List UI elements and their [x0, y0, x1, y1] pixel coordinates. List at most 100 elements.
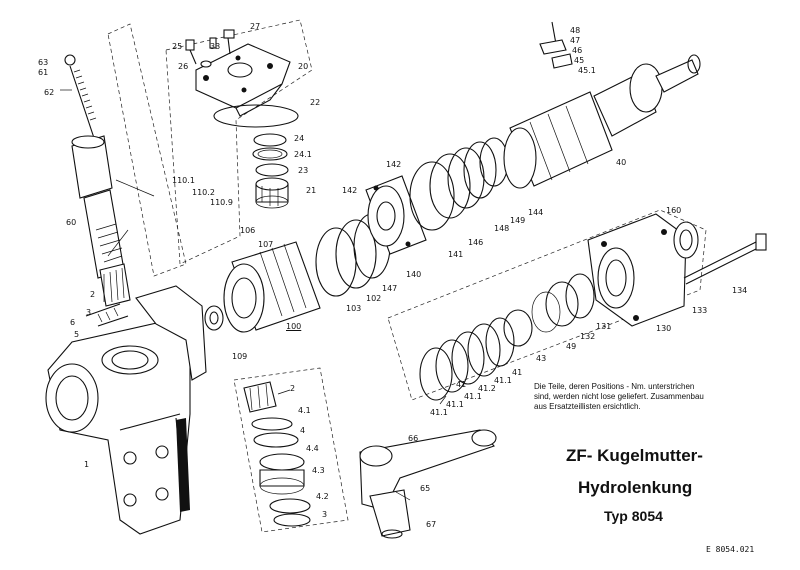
adjusting-screw-62	[64, 54, 97, 139]
label-1: 1	[84, 460, 90, 469]
title-line-1: ZF- Kugelmutter-	[566, 446, 703, 465]
label-41-1c: 41.1	[446, 400, 464, 409]
label-45-1: 45.1	[578, 66, 596, 75]
label-62: 62	[44, 88, 55, 97]
housing-130	[587, 213, 687, 327]
label-100: 100	[286, 322, 302, 331]
label-33: 33	[210, 42, 221, 51]
document-id: E 8054.021	[706, 545, 755, 554]
title-line-2: Hydrolenkung	[578, 478, 693, 497]
label-141: 141	[448, 250, 464, 259]
label-25: 25	[172, 42, 183, 51]
label-160: 160	[666, 206, 682, 215]
parts-note: Die Teile, deren Positions - Nm. unterst…	[534, 382, 774, 412]
label-49: 49	[566, 342, 577, 351]
sector-shaft-60	[71, 135, 131, 307]
label-40: 40	[616, 158, 627, 167]
label-134: 134	[732, 286, 748, 295]
label-142b: 142	[342, 186, 358, 195]
bearing-stack-21-24	[252, 133, 289, 209]
label-3b: 3	[322, 510, 328, 519]
label-48: 48	[570, 26, 581, 35]
note-line-1: Die Teile, deren Positions - Nm. unterst…	[534, 382, 695, 391]
note-line-2: sind, werden nicht lose geliefert. Zusam…	[534, 392, 704, 401]
screw-45-48	[539, 21, 573, 69]
end-cover-140	[365, 175, 427, 255]
housing-1	[45, 285, 207, 535]
label-41-1d: 41.1	[430, 408, 448, 417]
bottom-center-frame-dashed	[233, 367, 349, 533]
label-21: 21	[306, 186, 317, 195]
shims-5-6	[85, 303, 129, 327]
label-2a: 2	[90, 290, 96, 299]
bearing-49-132	[503, 273, 595, 347]
label-148: 148	[494, 224, 510, 233]
label-4-1: 4.1	[298, 406, 311, 415]
sector-gear-stack	[243, 381, 311, 527]
rings-41	[419, 317, 515, 401]
label-43: 43	[536, 354, 547, 363]
label-41a: 41	[512, 368, 523, 377]
label-110-1: 110.1	[172, 176, 195, 185]
label-3a: 3	[86, 308, 92, 317]
label-67: 67	[426, 520, 437, 529]
label-131: 131	[596, 322, 612, 331]
label-63: 63	[38, 58, 49, 67]
leader-lines	[60, 89, 447, 501]
label-130: 130	[656, 324, 672, 333]
label-146: 146	[468, 238, 484, 247]
label-133: 133	[692, 306, 708, 315]
label-41b: 41	[456, 380, 467, 389]
piston-100	[204, 241, 321, 333]
label-110-9: 110.9	[210, 198, 233, 207]
label-6: 6	[70, 318, 76, 327]
bolts-25-27	[185, 29, 235, 68]
label-4-3: 4.3	[312, 466, 325, 475]
left-frame-dashed	[107, 23, 187, 277]
pitman-arm	[359, 429, 497, 539]
label-103: 103	[346, 304, 362, 313]
label-20: 20	[298, 62, 309, 71]
label-106: 106	[240, 226, 256, 235]
label-102: 102	[366, 294, 382, 303]
label-4-4: 4.4	[306, 444, 319, 453]
label-2b: 2	[290, 384, 296, 393]
label-41-1b: 41.1	[464, 392, 482, 401]
label-27: 27	[250, 22, 261, 31]
label-24: 24	[294, 134, 305, 143]
label-142a: 142	[386, 160, 402, 169]
title-line-3: Typ 8054	[604, 508, 663, 524]
label-140: 140	[406, 270, 422, 279]
seal-160	[673, 221, 699, 259]
right-lower-frame-dashed	[387, 209, 707, 401]
label-149: 149	[510, 216, 526, 225]
label-109: 109	[232, 352, 248, 361]
label-26: 26	[178, 62, 189, 71]
label-66: 66	[408, 434, 419, 443]
label-107: 107	[258, 240, 274, 249]
label-144: 144	[528, 208, 544, 217]
label-110-2: 110.2	[192, 188, 215, 197]
label-41-1a: 41.1	[494, 376, 512, 385]
label-23: 23	[298, 166, 309, 175]
label-4: 4	[300, 426, 306, 435]
top-cover-20	[195, 43, 291, 117]
label-132: 132	[580, 332, 596, 341]
label-46: 46	[572, 46, 583, 55]
label-65: 65	[420, 484, 431, 493]
label-4-2: 4.2	[316, 492, 329, 501]
label-60: 60	[66, 218, 77, 227]
seal-rings-141-149	[409, 137, 509, 231]
label-22: 22	[310, 98, 321, 107]
label-45: 45	[574, 56, 585, 65]
note-line-3: aus Ersatzteillisten ersichtlich.	[534, 402, 641, 411]
label-5: 5	[74, 330, 80, 339]
label-61: 61	[38, 68, 49, 77]
bolt-134	[683, 233, 767, 285]
valve-body-40	[503, 54, 701, 189]
o-ring-22	[213, 104, 299, 128]
label-24-1: 24.1	[294, 150, 312, 159]
label-41-2: 41.2	[478, 384, 496, 393]
